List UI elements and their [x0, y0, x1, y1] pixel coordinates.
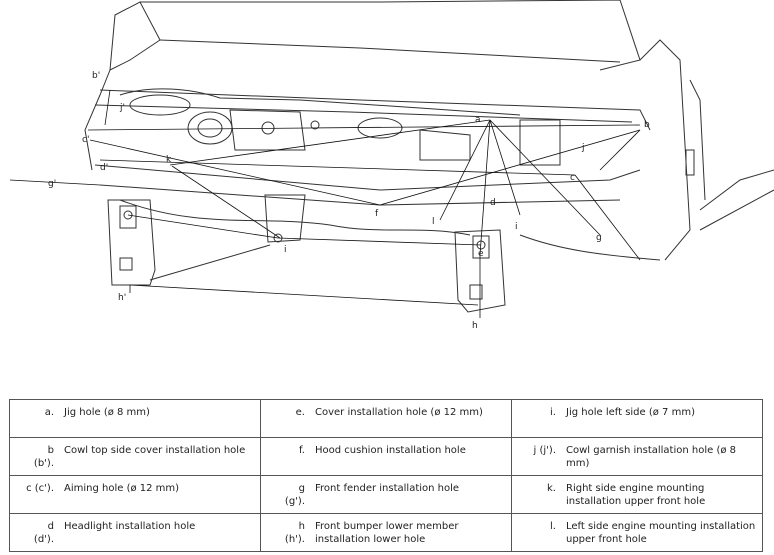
legend-cell: a. Jig hole (ø 8 mm): [9, 399, 261, 438]
legend-table: a. Jig hole (ø 8 mm) e. Cover installation…: [9, 399, 763, 552]
legend-description: Front fender installation hole: [315, 483, 460, 494]
label-a: a: [475, 115, 481, 125]
label-j-left: j': [119, 103, 125, 113]
legend-code: e.: [295, 407, 305, 418]
label-g-left: g': [48, 179, 56, 189]
legend-description: Front bumper lower member installation l…: [315, 521, 459, 545]
label-f: f: [375, 209, 379, 219]
label-j-right: j: [581, 143, 585, 153]
legend-cell: f. Hood cushion installation hole: [260, 437, 512, 476]
measurement-lines: [9, 89, 641, 318]
label-k: k: [166, 155, 172, 165]
legend-cell: l. Left side engine mounting installation…: [511, 513, 763, 552]
legend-description: Left side engine mounting installation u…: [566, 521, 756, 545]
legend-cell: k. Right side engine mounting installatio…: [511, 475, 763, 514]
legend-cell: g (g'). Front fender installation hole: [260, 475, 512, 514]
label-h-left: h': [118, 293, 126, 303]
body-dimension-diagram: a b' b c' c d' d e f g' g h' h i i j' j …: [9, 0, 774, 331]
label-d-left: d': [100, 163, 108, 173]
legend-code: a.: [44, 407, 54, 418]
label-b-left: b': [92, 71, 100, 81]
legend-code: b (b').: [33, 445, 54, 469]
label-b-right: b: [644, 120, 650, 130]
legend-code: k.: [547, 483, 556, 494]
legend-description: Aiming hole (ø 12 mm): [64, 483, 180, 494]
legend-code: g (g').: [284, 483, 305, 507]
label-i-right: i: [515, 222, 518, 232]
legend-description: Jig hole left side (ø 7 mm): [566, 407, 695, 418]
legend-description: Cowl garnish installation hole (ø 8 mm): [566, 445, 737, 469]
legend-code: l.: [550, 521, 556, 532]
legend-cell: e. Cover installation hole (ø 12 mm): [260, 399, 512, 438]
legend-code: c (c').: [26, 483, 54, 494]
legend-cell: h (h'). Front bumper lower member install…: [260, 513, 512, 552]
legend-code: i.: [550, 407, 556, 418]
label-g-right: g: [596, 233, 602, 243]
legend-row: b (b'). Cowl top side cover installation …: [9, 437, 763, 476]
legend-description: Headlight installation hole: [64, 521, 196, 532]
legend-description: Cowl top side cover installation hole: [64, 445, 246, 456]
legend-code: f.: [299, 445, 305, 456]
label-d-right: d: [490, 198, 496, 208]
legend-cell: d (d'). Headlight installation hole: [9, 513, 261, 552]
label-c-left: c': [82, 135, 89, 145]
vehicle-body-outline: [84, 0, 774, 313]
legend-code: h (h').: [284, 521, 305, 545]
label-c-right: c: [570, 173, 575, 183]
legend-code: j (j').: [533, 445, 556, 456]
legend-row: a. Jig hole (ø 8 mm) e. Cover installation…: [9, 399, 763, 438]
legend-description: Hood cushion installation hole: [315, 445, 466, 456]
hole-labels: a b' b c' c d' d e f g' g h' h i i j' j …: [48, 71, 650, 331]
legend-row: c (c'). Aiming hole (ø 12 mm) g (g'). Fron…: [9, 475, 763, 514]
legend-code: d (d').: [33, 521, 54, 545]
legend-cell: c (c'). Aiming hole (ø 12 mm): [9, 475, 261, 514]
legend-description: Right side engine mounting installation …: [566, 483, 706, 507]
label-i-left: i: [284, 245, 287, 255]
legend-row: d (d'). Headlight installation hole h (h'…: [9, 513, 763, 552]
label-e: e: [478, 249, 484, 259]
legend-cell: b (b'). Cowl top side cover installation …: [9, 437, 261, 476]
legend-description: Cover installation hole (ø 12 mm): [315, 407, 483, 418]
label-h-right: h: [472, 321, 478, 331]
legend-description: Jig hole (ø 8 mm): [64, 407, 150, 418]
legend-cell: j (j'). Cowl garnish installation hole (ø…: [511, 437, 763, 476]
legend-cell: i. Jig hole left side (ø 7 mm): [511, 399, 763, 438]
label-l: l: [432, 217, 435, 227]
